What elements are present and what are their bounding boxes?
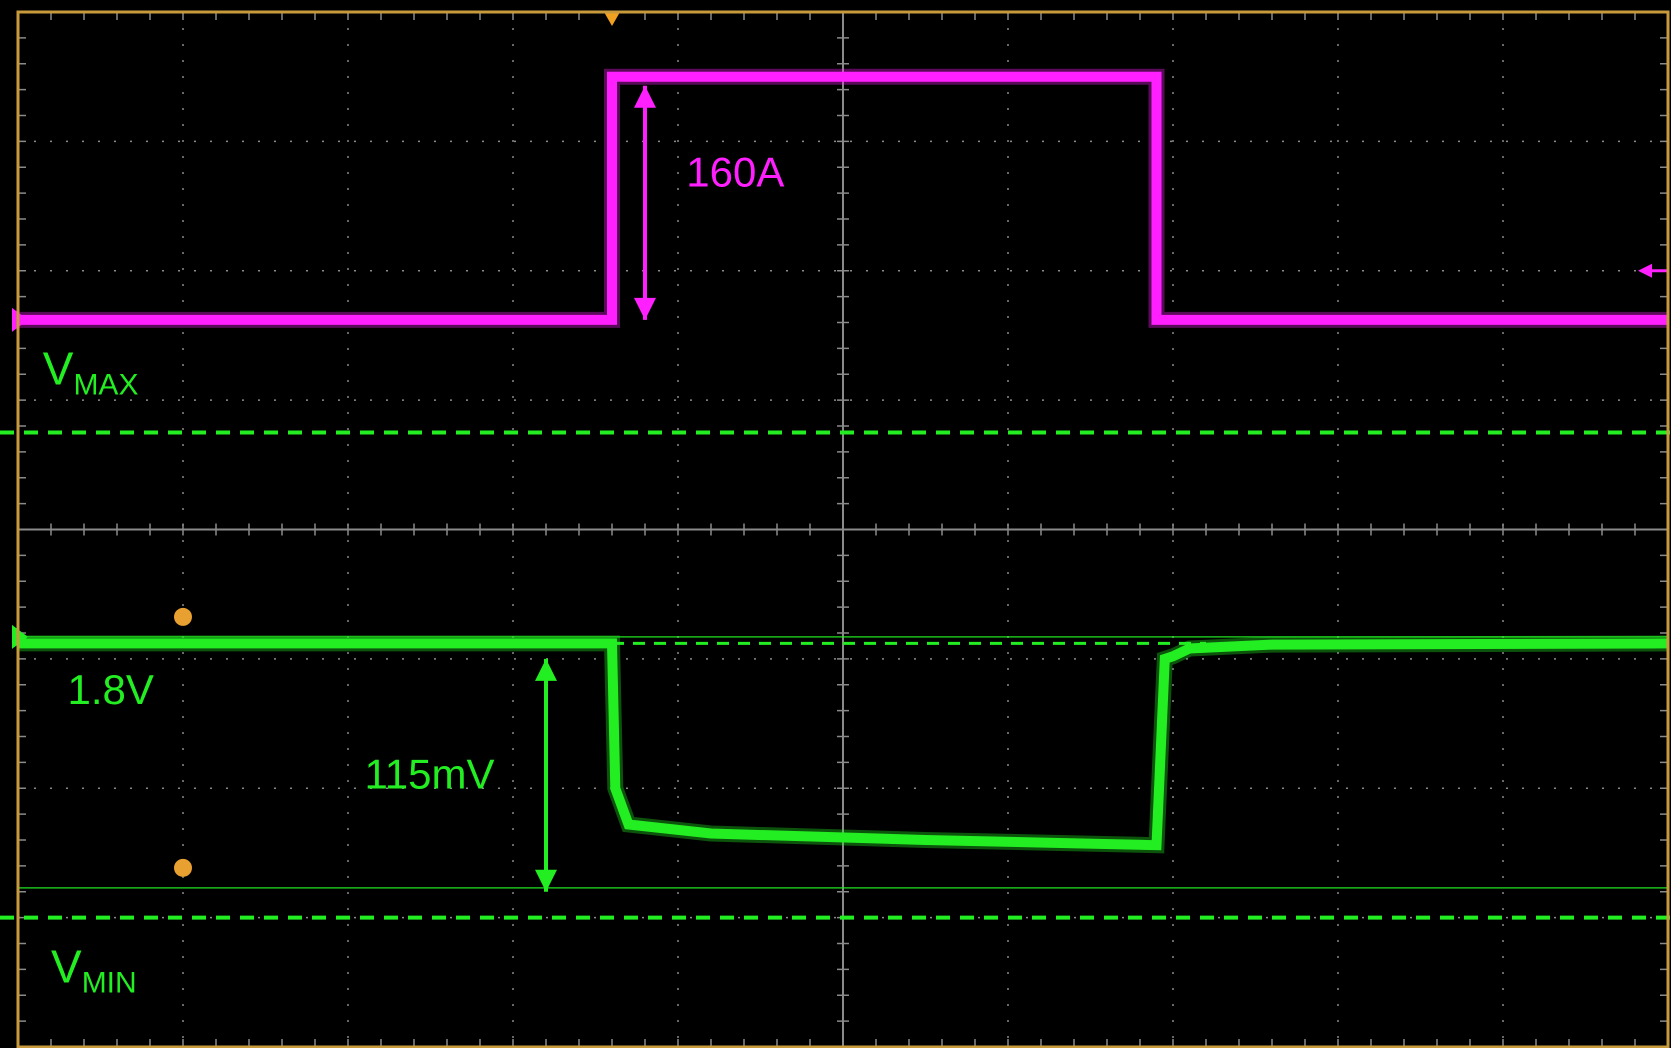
- cursor-lines: [18, 636, 1668, 889]
- cursor-marker-b: [174, 858, 192, 877]
- vmax-label: VMAX: [43, 343, 139, 402]
- vmin-label: VMIN: [51, 940, 137, 999]
- voltage-dip-arrow-head-start: [535, 658, 557, 681]
- nominal-voltage-label: 1.8V: [68, 666, 154, 713]
- scope-frame: [16, 10, 1670, 1048]
- traces: [18, 68, 1669, 854]
- vmin-label-main: V: [51, 940, 82, 992]
- current-channel-marker: [12, 307, 28, 332]
- limit-lines: [0, 430, 1671, 920]
- trigger-position-marker: [604, 12, 620, 26]
- voltage-channel-marker: [12, 624, 28, 649]
- vmax-label-main: V: [43, 343, 74, 395]
- current-step-arrow-head-end: [634, 85, 656, 108]
- trigger-level-marker: [1638, 263, 1652, 278]
- current-step-arrow-head-start: [634, 297, 656, 320]
- cursor-marker-a: [174, 607, 192, 626]
- current-trace: [18, 71, 1668, 325]
- voltage-dip-arrow-head-end: [535, 869, 557, 892]
- current-step-label: 160A: [686, 149, 784, 196]
- vmin-label-sub: MIN: [82, 966, 137, 999]
- annotations: 160A 115mV 1.8V VMAX VMIN: [43, 85, 784, 999]
- voltage-dip-label: 115mV: [365, 750, 495, 797]
- markers: [12, 12, 1668, 877]
- voltage-trace: [18, 638, 1669, 851]
- vmax-label-sub: MAX: [73, 369, 138, 402]
